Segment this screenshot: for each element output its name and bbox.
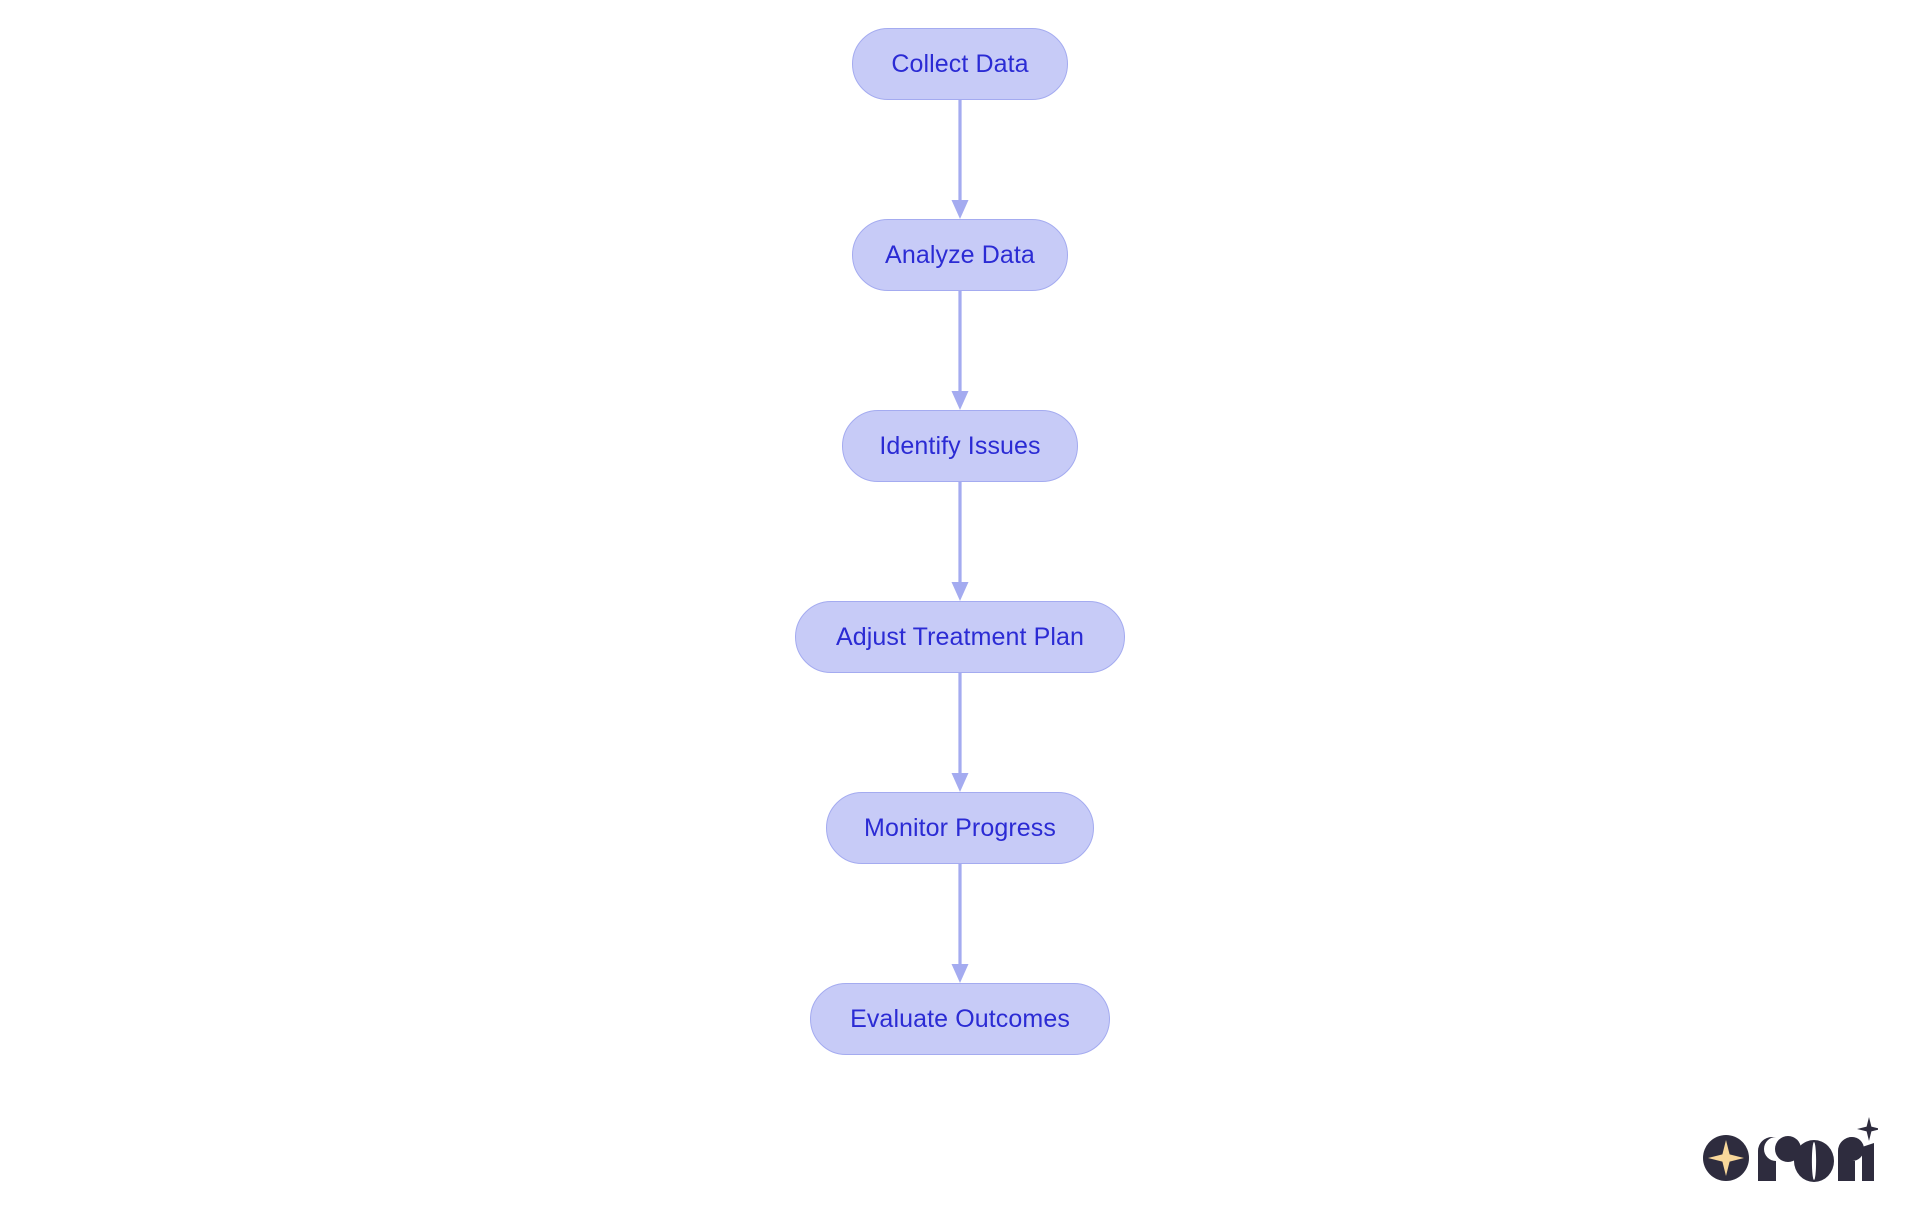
flow-node-label: Identify Issues: [879, 431, 1041, 460]
arrowhead-icon: [951, 582, 969, 601]
arrowhead-icon: [951, 391, 969, 410]
logo-letter-r-2: [1838, 1137, 1864, 1181]
flow-node-label: Analyze Data: [885, 240, 1035, 269]
flow-node-monitor-progress[interactable]: Monitor Progress: [826, 792, 1094, 864]
flow-node-label: Evaluate Outcomes: [850, 1004, 1070, 1033]
flow-node-collect-data[interactable]: Collect Data: [852, 28, 1068, 100]
arrowhead-icon: [951, 773, 969, 792]
flow-node-label: Collect Data: [891, 49, 1029, 78]
logo-letter-i: [1857, 1117, 1881, 1181]
flow-node-label: Adjust Treatment Plan: [835, 622, 1085, 651]
flow-node-adjust-treatment-plan[interactable]: Adjust Treatment Plan: [795, 601, 1125, 673]
sparkle-badge-icon: [1703, 1135, 1749, 1181]
arrowhead-icon: [951, 200, 969, 219]
flow-node-label: Monitor Progress: [864, 813, 1056, 842]
flow-edge-edge-5: [951, 864, 969, 983]
flow-node-identify-issues[interactable]: Identify Issues: [842, 410, 1078, 482]
flow-edge-edge-2: [951, 291, 969, 410]
flow-edge-edge-3: [951, 482, 969, 601]
flow-node-analyze-data[interactable]: Analyze Data: [852, 219, 1068, 291]
flow-edge-edge-4: [951, 673, 969, 792]
rori-logo: [1702, 1115, 1881, 1193]
arrowhead-icon: [951, 964, 969, 983]
flow-edge-edge-1: [951, 100, 969, 219]
logo-letter-o: [1794, 1140, 1834, 1182]
flow-node-evaluate-outcomes[interactable]: Evaluate Outcomes: [810, 983, 1110, 1055]
logo-letter-r-1: [1758, 1136, 1801, 1181]
